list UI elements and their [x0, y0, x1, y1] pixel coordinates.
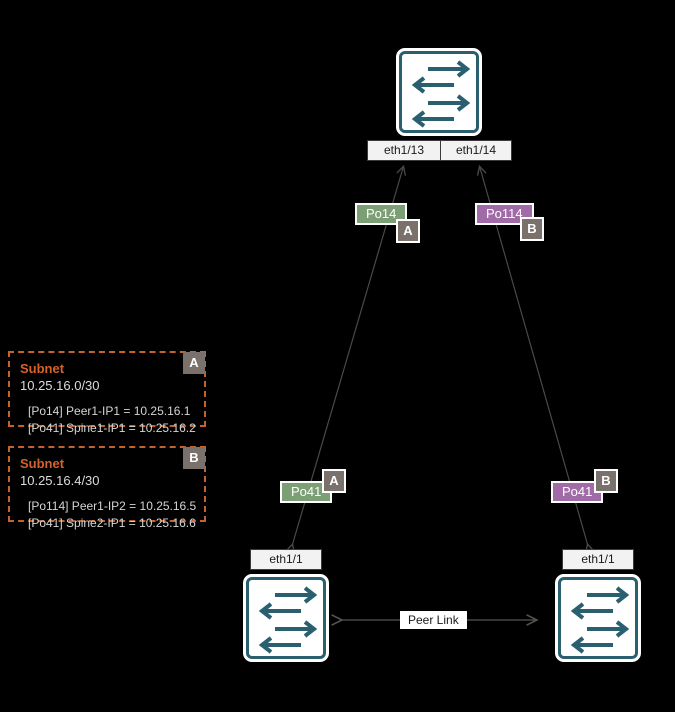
subnet-a-cidr: 10.25.16.0/30	[20, 378, 100, 393]
leaf-switch-left[interactable]	[243, 574, 329, 662]
spine-port-eth1-14[interactable]: eth1/14	[440, 140, 512, 161]
switch-icon	[399, 51, 479, 133]
subnet-b-title: Subnet	[20, 456, 65, 471]
subnet-a-letter-badge: A	[183, 352, 205, 374]
leaf-left-port-eth1-1[interactable]: eth1/1	[250, 549, 322, 570]
subnet-a-row-1: [Po14] Peer1-IP1 = 10.25.16.1	[28, 404, 191, 418]
subnet-letter-b-po114: B	[520, 217, 544, 241]
spine-switch[interactable]	[396, 48, 482, 136]
spine-port-eth1-13[interactable]: eth1/13	[367, 140, 441, 161]
subnet-letter-a-po41-left: A	[322, 469, 346, 493]
subnet-b-row-2: [Po41] Spine2-IP1 = 10.25.16.6	[28, 516, 196, 530]
portchannel-badge-po114[interactable]: Po114	[475, 203, 534, 225]
subnet-b-cidr: 10.25.16.4/30	[20, 473, 100, 488]
portchannel-badge-po41-left[interactable]: Po41	[280, 481, 333, 503]
peer-link-label: Peer Link	[400, 611, 467, 629]
subnet-a-title: Subnet	[20, 361, 65, 376]
switch-icon	[246, 577, 326, 659]
subnet-box-b: Subnet 10.25.16.4/30 [Po114] Peer1-IP2 =…	[8, 446, 206, 530]
subnet-a-row-2: [Po41] Spine1-IP1 = 10.25.16.2	[28, 421, 196, 435]
leaf-right-port-eth1-1[interactable]: eth1/1	[562, 549, 634, 570]
portchannel-badge-po14[interactable]: Po14	[355, 203, 408, 225]
leaf-switch-right[interactable]	[555, 574, 641, 662]
subnet-letter-a-po14: A	[396, 219, 420, 243]
subnet-b-row-1: [Po114] Peer1-IP2 = 10.25.16.5	[28, 499, 197, 513]
subnet-box-a: Subnet 10.25.16.0/30 [Po14] Peer1-IP1 = …	[8, 351, 206, 435]
subnet-letter-b-po41-right: B	[594, 469, 618, 493]
subnet-b-letter-badge: B	[183, 447, 205, 469]
switch-icon	[558, 577, 638, 659]
